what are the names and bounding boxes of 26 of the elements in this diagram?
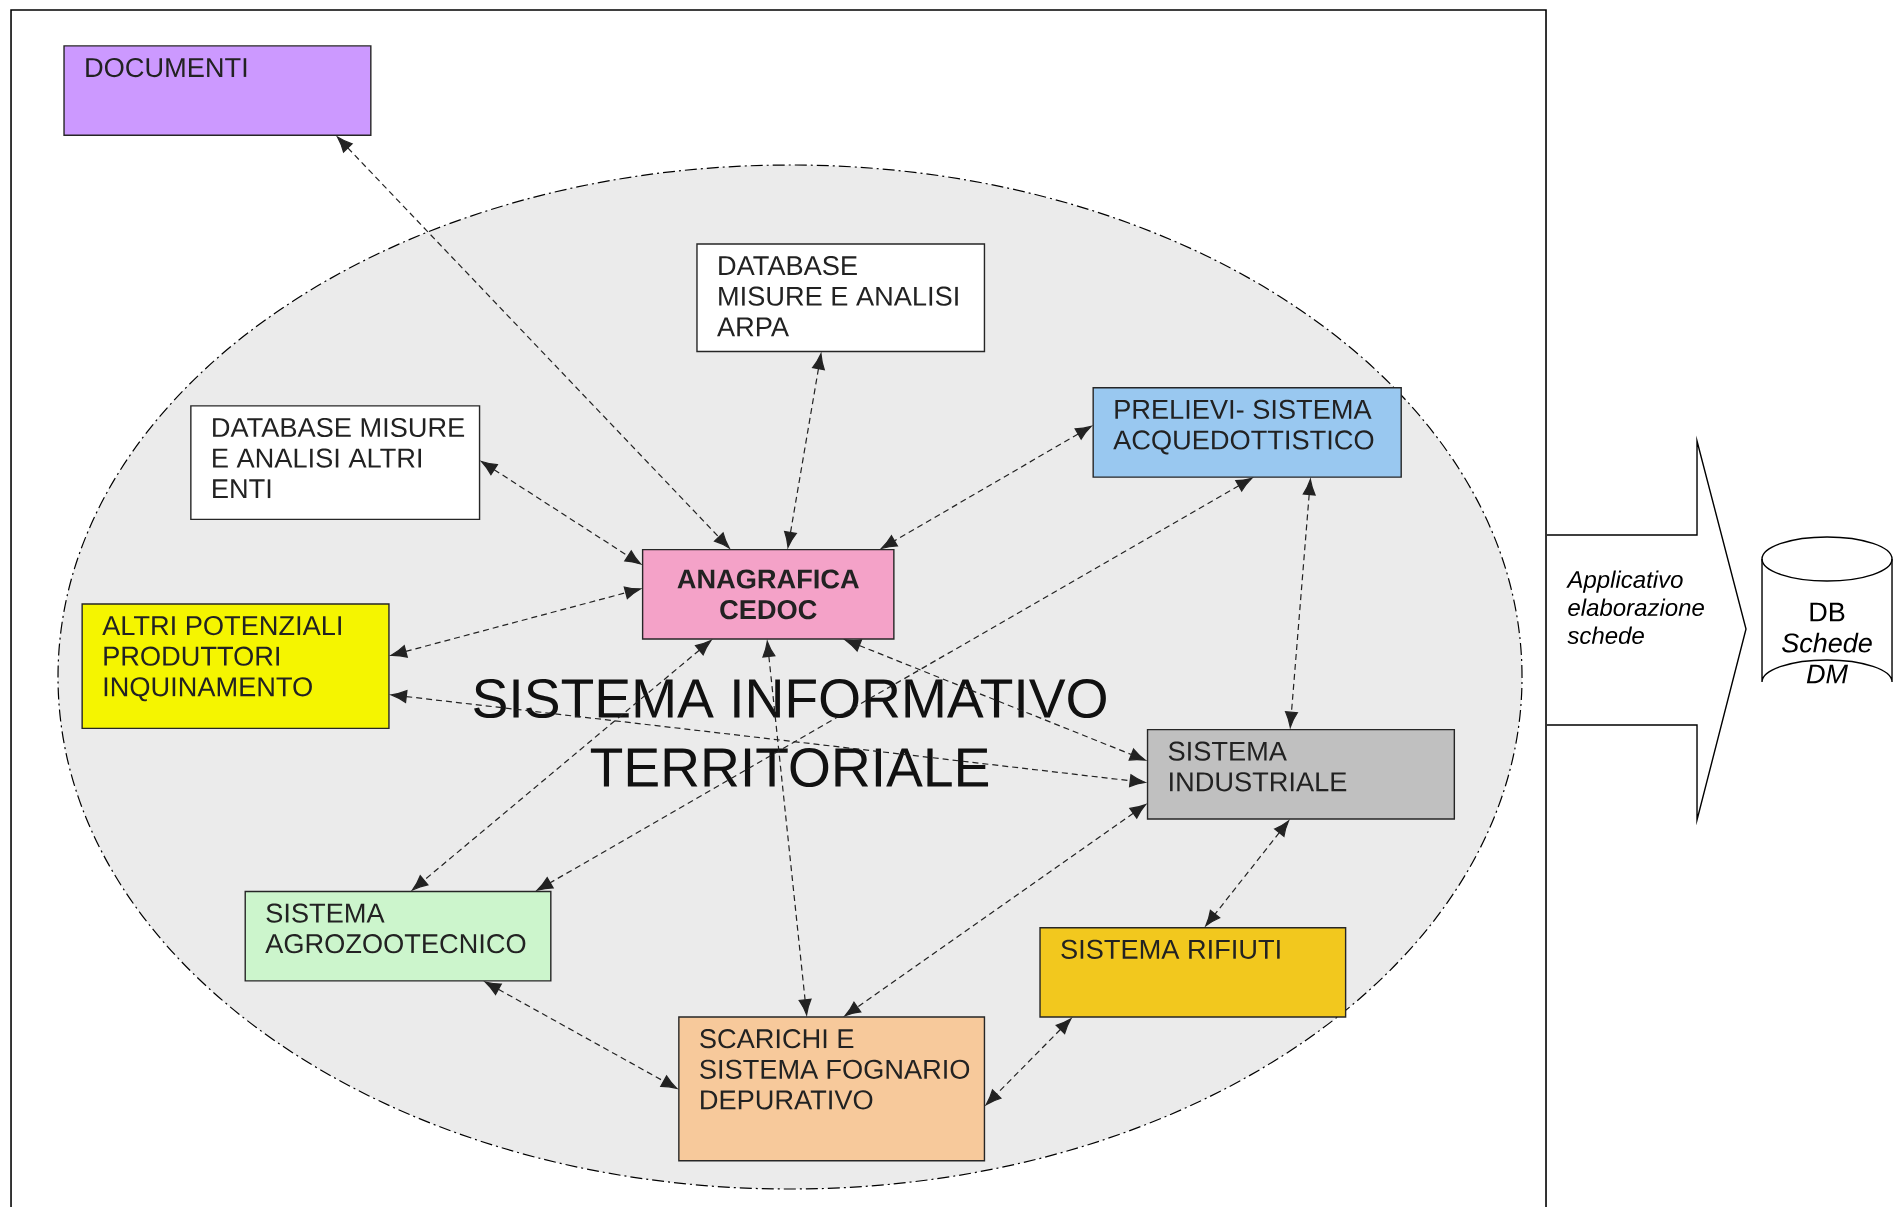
arrow xyxy=(1205,820,1290,927)
system-box: PRELIEVI- SISTEMA ACQUEDOTTISTICO xyxy=(1092,387,1402,478)
system-box: ALTRI POTENZIALI PRODUTTORI INQUINAMENTO xyxy=(81,603,390,730)
system-box: DOCUMENTI xyxy=(63,45,372,136)
system-box: DATABASE MISURE E ANALISI ALTRI ENTI xyxy=(190,405,481,521)
arrow xyxy=(536,477,1253,891)
arrow xyxy=(762,640,812,1016)
arrow xyxy=(411,639,712,891)
arrow xyxy=(844,804,1147,1017)
system-box: SISTEMA RIFIUTI xyxy=(1039,927,1347,1018)
arrow xyxy=(880,425,1092,549)
arrow xyxy=(480,460,642,565)
system-box: SCARICHI E SISTEMA FOGNARIO DEPURATIVO xyxy=(678,1016,986,1162)
arrow xyxy=(1284,478,1316,728)
system-box: SISTEMA AGROZOOTECNICO xyxy=(244,890,552,982)
system-box: DATABASE MISURE E ANALISI ARPA xyxy=(696,243,986,353)
entity-box: ANAGRAFICA CEDOC xyxy=(641,548,895,640)
system-box: SISTEMA INDUSTRIALE xyxy=(1146,728,1456,820)
arrow xyxy=(985,1018,1072,1106)
node-label: DB xyxy=(1810,602,1845,622)
node-label: Schede DM xyxy=(1781,632,1872,684)
arrow xyxy=(336,136,730,549)
database-cylinder: DB Schede DM xyxy=(1761,536,1893,684)
arrow xyxy=(484,981,678,1089)
arrow xyxy=(390,586,641,658)
arrow xyxy=(784,353,825,548)
